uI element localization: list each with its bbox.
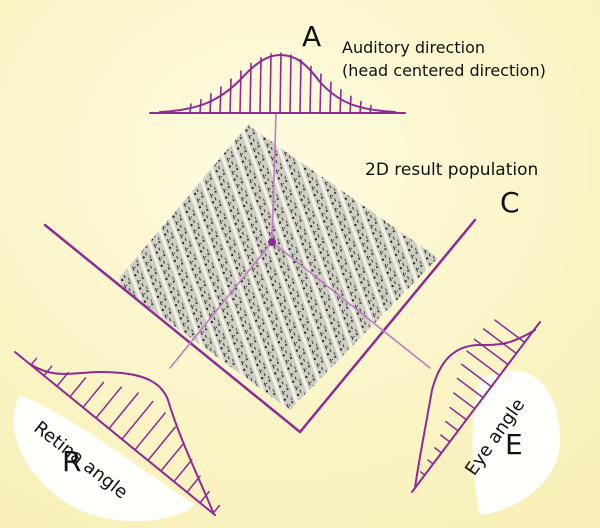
hatch-tick: [299, 58, 302, 114]
hatch-tick: [259, 56, 262, 114]
label-head-centered: (head centered direction): [342, 61, 546, 80]
diamond-outline: [43, 218, 477, 434]
label-2d-result: 2D result population: [365, 160, 539, 180]
hatch-tick: [339, 88, 342, 114]
projection-lines: [169, 112, 431, 369]
hatch-tick: [453, 392, 476, 410]
label-auditory-direction: Auditory direction: [342, 38, 485, 57]
white-patch-right: [472, 370, 560, 515]
hatch-tick: [456, 377, 484, 399]
hatch-tick: [482, 328, 518, 355]
hatch-tick: [460, 363, 493, 388]
white-patch-left: [13, 395, 195, 522]
hatch-tick: [69, 377, 87, 398]
hatch-tick: [82, 381, 105, 409]
hatch-tick: [269, 53, 272, 114]
hatch-tick: [359, 100, 362, 114]
hatch-tick: [108, 392, 139, 430]
hatch-tick: [186, 475, 201, 493]
hatch-tick: [427, 459, 434, 465]
hatch-tick: [449, 406, 468, 421]
eye-distribution: [411, 319, 541, 493]
hatch-tick: [229, 78, 232, 114]
hatch-tick: [121, 400, 154, 440]
hatch-tick: [189, 103, 192, 114]
hatch-tick: [433, 447, 443, 454]
label-A: A: [302, 20, 322, 53]
hatch-tick: [30, 357, 38, 366]
label-R: R: [62, 445, 82, 478]
hatch-tick: [134, 412, 166, 451]
hatch-tick: [43, 365, 53, 377]
hatch-tick: [209, 93, 212, 114]
hatch-tick: [212, 504, 221, 515]
intersection-dot: [268, 238, 276, 246]
hatch-tick: [289, 54, 292, 114]
hatch-tick: [309, 65, 312, 114]
hatch-tick: [249, 62, 252, 114]
hatch-tick: [279, 52, 282, 114]
hatch-tick: [56, 371, 69, 387]
hatch-tick: [95, 386, 123, 419]
hatch-tick: [473, 338, 509, 366]
hatch-tick: [329, 81, 332, 114]
hatch-tick: [239, 70, 242, 114]
hatch-tick: [199, 490, 210, 504]
hatch-tick: [419, 471, 426, 476]
hatch-tick: [199, 98, 202, 114]
hatch-tick: [319, 73, 322, 114]
hatch-tick: [160, 442, 185, 472]
hatch-tick: [440, 434, 451, 443]
hatch-tick: [147, 426, 176, 462]
auditory-distribution: [149, 52, 406, 114]
hatch-tick: [349, 95, 352, 114]
hatch-tick: [466, 350, 501, 377]
label-E: E: [505, 428, 523, 461]
label-C: C: [500, 186, 520, 219]
result-population-square: [115, 125, 438, 410]
hatch-tick: [219, 86, 222, 114]
retina-distribution: [14, 351, 221, 516]
hatch-tick: [494, 319, 526, 344]
hatch-tick: [369, 104, 372, 114]
hatch-tick: [173, 459, 193, 483]
hatch-tick: [445, 420, 459, 432]
